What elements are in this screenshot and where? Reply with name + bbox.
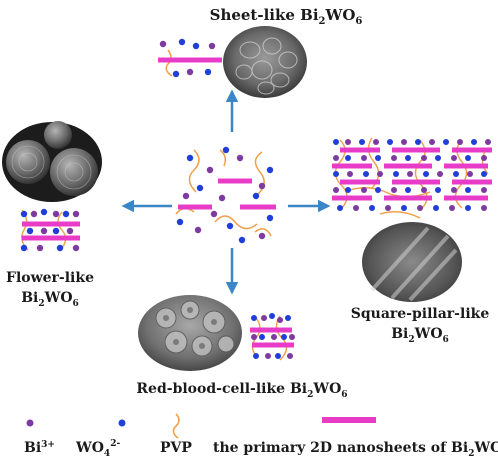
sem-image-sheet (223, 26, 307, 98)
legend: Bi3+ WO42- PVP the primary 2D nanosheets… (24, 413, 498, 459)
square-pillar-structure (332, 137, 492, 219)
red-blood-cell-label: Red-blood-cell-like Bi2WO6 (136, 381, 347, 400)
legend-nanosheet-label: the primary 2D nanosheets of Bi2WO6 (213, 440, 498, 459)
arrows (121, 89, 331, 295)
sheet-like-label: Sheet-like Bi2WO6 (210, 6, 363, 27)
rbc-structure (250, 313, 295, 361)
central-precursor (175, 146, 276, 244)
flower-like-formula: Bi2WO6 (21, 290, 79, 309)
legend-pvp-marker (172, 413, 180, 439)
flower-like-label: Flower-like (6, 270, 94, 286)
square-pillar-label: Square-pillar-like (351, 306, 490, 322)
sem-image-flower (2, 121, 102, 202)
flower-structure (20, 208, 80, 252)
sem-image-rbc (138, 295, 242, 371)
square-pillar-formula: Bi2WO6 (391, 326, 449, 345)
legend-wo-marker (118, 419, 126, 427)
sheet-structure (158, 38, 222, 78)
legend-wo-label: WO42- (75, 439, 120, 459)
legend-pvp-label: PVP (160, 440, 192, 456)
sem-image-pillar (362, 222, 462, 302)
legend-bi-label: Bi3+ (24, 440, 55, 456)
legend-bi-marker (26, 419, 34, 427)
